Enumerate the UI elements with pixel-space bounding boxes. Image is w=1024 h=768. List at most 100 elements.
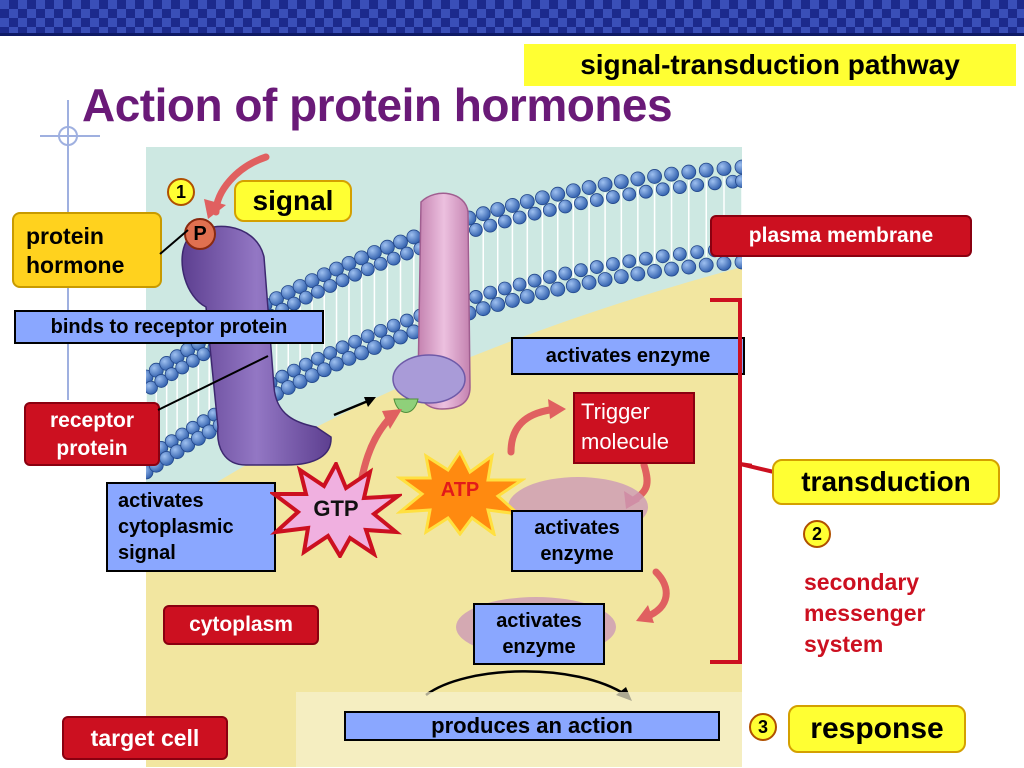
phospholipid-head [393,234,408,250]
phospholipid-head [519,289,535,304]
phospholipid-head [354,250,370,266]
pointer-line [159,229,189,255]
phospholipid-head [622,187,637,202]
phospholipid-head [304,368,320,383]
phospholipid-head [512,210,527,225]
phospholipid-head [681,259,697,275]
phospholipid-head [639,251,653,266]
phospholipid-head [597,177,613,192]
atp-starburst-icon [396,450,526,536]
phospholipid-head [690,245,705,260]
phospholipid-head [542,203,557,217]
phospholipid-head [497,281,512,296]
step-1-marker: 1 [167,178,195,206]
receptor-protein-label: receptor protein [24,402,160,466]
phosphate-marker: P [184,218,216,250]
phospholipid-head [581,180,597,195]
phospholipid-head [622,254,637,269]
phospholipid-head [664,166,679,182]
phospholipid-head [690,178,705,193]
phospholipid-head [630,171,646,187]
phospholipid-head [335,273,350,288]
phospholipid-head [311,284,325,299]
page-title: Action of protein hormones [82,79,673,131]
phospholipid-head [535,190,550,206]
phospholipid-head [475,206,491,222]
phospholipid-head [542,270,557,284]
phospholipid-head [716,256,732,271]
activates-enzyme-top-label: activates enzyme [511,337,745,375]
phospholipid-head [154,374,169,388]
phospholipid-head [565,278,581,294]
protein-hormone-label: protein hormone [12,212,162,288]
phospholipid-head [287,296,301,311]
phospholipid-head [589,193,604,207]
phospholipid-head [558,266,573,281]
phospholipid-head [185,353,200,368]
binds-receptor-label: binds to receptor protein [14,310,324,344]
phospholipid-head [655,249,670,264]
phospholipid-head [190,430,206,446]
phospholipid-head [734,254,742,270]
phospholipid-head [298,357,313,372]
phospholipid-head [647,264,662,279]
phospholipid-head [527,273,542,288]
phospholipid-head [323,346,338,360]
phospholipid-head [512,277,527,292]
phospholipid-head [681,164,697,180]
step-3-marker: 3 [749,713,777,741]
phospholipid-head [589,260,604,274]
phospholipid-head [527,206,542,221]
phospholipid-head [348,267,362,282]
phospholipid-head [505,293,520,308]
target-cell-label: target cell [62,716,228,760]
phospholipid-head [393,329,408,345]
transduction-label: transduction [772,459,1000,505]
phospholipid-head [316,362,332,378]
phospholipid-head [292,279,308,294]
phospholipid-head [366,340,382,355]
secondary-messenger-label: secondary messenger system [804,569,926,657]
phospholipid-head [519,194,535,209]
receptor-protein-shape [181,225,332,466]
gtp-starburst-icon [270,462,402,558]
phospholipid-head [716,161,732,176]
trigger-molecule-label: Trigger molecule [573,392,695,464]
phospholipid-head [597,272,613,287]
pointer-line [157,355,269,411]
gdp-marker [393,398,419,413]
phospholipid-head [672,247,687,262]
atp-label: ATP [440,479,480,501]
step-2-marker: 2 [803,520,831,548]
phospholipid-head [373,323,388,338]
cytoplasm-label: cytoplasm [163,605,319,645]
phospholipid-head [341,351,357,366]
phospholipid-head [574,196,588,211]
gtp-label: GTP [313,496,359,521]
phospholipid-head [341,256,357,271]
phospholipid-head [292,374,308,389]
phospholipid-head [475,301,491,317]
phospholipid-head [497,214,512,229]
phospholipid-head [386,251,401,266]
phospholipid-head [386,318,401,333]
transduction-bracket [710,298,752,664]
g-protein [392,354,466,404]
phospholipid-head [647,169,662,184]
phospholipid-head [707,176,722,191]
phospholipid-head [734,159,742,175]
phospholipid-head [483,218,498,233]
checkered-top-bar [0,0,1024,36]
phospholipid-head [613,269,629,285]
phospholipid-head [558,199,573,214]
phospholipid-head [639,184,653,199]
phospholipid-head [565,183,581,199]
phospholipid-head [146,380,158,395]
phospholipid-head [400,246,414,261]
phospholipid-head [180,437,196,453]
phospholipid-head [505,198,520,213]
phospholipid-head [672,180,687,195]
phospholipid-head [379,334,395,350]
phospholipid-head [329,261,344,277]
phospholipid-head [354,345,370,361]
